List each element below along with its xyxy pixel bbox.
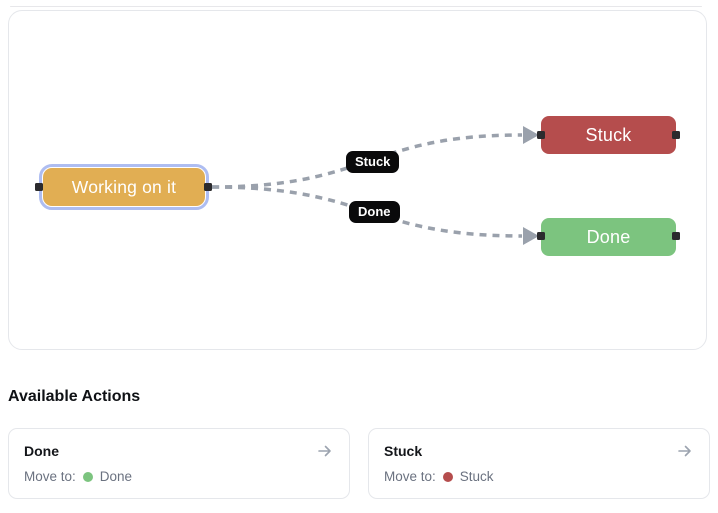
action-cards: Done Move to: Done Stuck Move to: bbox=[8, 428, 710, 499]
handle-stuck-left[interactable] bbox=[537, 131, 545, 139]
move-to-target: Stuck bbox=[459, 469, 494, 484]
move-to-label: Move to: bbox=[24, 469, 76, 484]
status-dot-stuck bbox=[442, 471, 453, 482]
move-to-label: Move to: bbox=[384, 469, 436, 484]
node-working-on-it[interactable]: Working on it bbox=[39, 164, 209, 210]
node-done-label: Done bbox=[586, 226, 631, 247]
node-working-label: Working on it bbox=[71, 176, 177, 197]
action-card-stuck[interactable]: Stuck Move to: Stuck bbox=[368, 428, 710, 499]
move-to-target: Done bbox=[99, 469, 133, 484]
available-actions-heading: Available Actions bbox=[8, 388, 141, 405]
node-stuck[interactable]: Stuck bbox=[541, 116, 676, 154]
action-card-done-title: Done bbox=[24, 443, 59, 459]
status-dot-done bbox=[82, 471, 93, 482]
action-card-stuck-title: Stuck bbox=[384, 443, 423, 459]
handle-stuck-right[interactable] bbox=[672, 131, 680, 139]
node-stuck-label: Stuck bbox=[585, 124, 632, 145]
arrowhead-to-done-icon bbox=[523, 227, 539, 245]
edge-label-done[interactable]: Done bbox=[349, 201, 400, 223]
arrow-right-icon bbox=[678, 445, 691, 457]
arrowhead-to-stuck-icon bbox=[523, 126, 539, 144]
edge-label-stuck[interactable]: Stuck bbox=[346, 151, 400, 173]
arrow-right-icon bbox=[318, 445, 331, 457]
handle-done-left[interactable] bbox=[537, 232, 545, 240]
action-card-done[interactable]: Done Move to: Done bbox=[8, 428, 350, 499]
node-done[interactable]: Done bbox=[541, 218, 676, 256]
handle-working-right[interactable] bbox=[204, 183, 212, 191]
handle-working-left[interactable] bbox=[35, 183, 43, 191]
flow-canvas[interactable]: Working on it Stuck Done Stuck Done bbox=[8, 10, 707, 350]
top-divider bbox=[10, 6, 702, 7]
handle-done-right[interactable] bbox=[672, 232, 680, 240]
